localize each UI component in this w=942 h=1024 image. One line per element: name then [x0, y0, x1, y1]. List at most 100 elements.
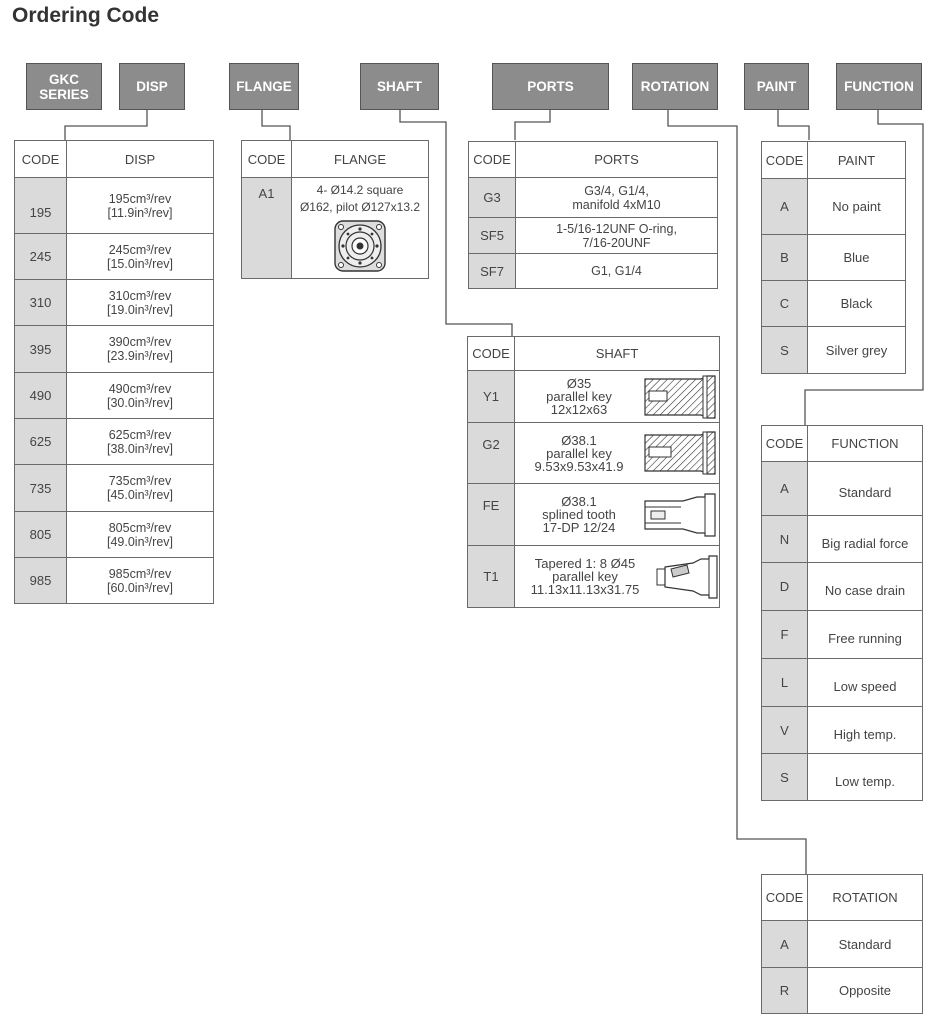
table-row: G2 Ø38.1 parallel key 9.53x9.53x41.9	[467, 422, 720, 484]
code-cell: FE	[467, 483, 515, 546]
disp-value-imperial: [38.0in³/rev]	[106, 441, 173, 456]
disp-value: 735cm³/rev	[108, 474, 172, 488]
col-code: CODE	[241, 140, 292, 178]
col-code: CODE	[761, 141, 808, 179]
function-desc: Low temp.	[807, 753, 923, 801]
table-row: SF5 1-5/16-12UNF O-ring,7/16-20UNF	[468, 217, 718, 254]
paint-desc: No paint	[807, 178, 906, 235]
col-ports: PORTS	[515, 141, 718, 178]
shaft-desc-line1: Ø38.1	[561, 494, 597, 509]
code-cell: V	[761, 706, 808, 754]
rotation-desc: Opposite	[807, 967, 923, 1014]
ports-desc-line2: 7/16-20UNF	[582, 235, 651, 250]
header-series: GKC SERIES	[26, 63, 102, 110]
table-row: A Standard	[761, 920, 923, 968]
shaft-table: CODE SHAFT Y1 Ø35 parallel key 12x12x63 …	[467, 336, 720, 608]
function-table: CODE FUNCTION A Standard N Big radial fo…	[761, 425, 923, 801]
table-row: S Low temp.	[761, 753, 923, 801]
shaft-desc-line1: Ø35	[566, 376, 592, 391]
function-desc: Big radial force	[807, 515, 923, 563]
table-row: 310 310cm³/rev[19.0in³/rev]	[14, 279, 214, 326]
table-row: V High temp.	[761, 706, 923, 754]
shaft-desc-line3: 12x12x63	[550, 402, 608, 417]
page-title: Ordering Code	[12, 4, 160, 27]
code-cell: D	[761, 562, 808, 611]
shaft-desc-line3: 11.13x11.13x31.75	[530, 582, 640, 597]
code-cell: A1	[241, 177, 292, 279]
table-row: A1 4- Ø14.2 square Ø162, pilot Ø127x13.2	[241, 177, 429, 279]
disp-value: 310cm³/rev	[108, 288, 172, 303]
code-cell: S	[761, 326, 808, 374]
shaft-parallel-key-icon	[644, 431, 716, 475]
table-row: SF7 G1, G1/4	[468, 253, 718, 289]
table-row: Y1 Ø35 parallel key 12x12x63	[467, 370, 720, 423]
shaft-tapered-icon	[656, 554, 718, 599]
table-row: 735 735cm³/rev[45.0in³/rev]	[14, 464, 214, 512]
disp-table: CODE DISP 195 195cm³/rev[11.9in³/rev] 24…	[14, 140, 214, 604]
connector-flange	[261, 110, 291, 140]
header-function: FUNCTION	[836, 63, 922, 110]
col-code: CODE	[467, 336, 515, 371]
code-cell: C	[761, 280, 808, 327]
table-row: T1 Tapered 1: 8 Ø45 parallel key 11.13x1…	[467, 545, 720, 608]
table-row: 805 805cm³/rev[49.0in³/rev]	[14, 511, 214, 558]
code-cell: SF5	[468, 217, 516, 254]
code-cell: 195	[14, 177, 67, 234]
flange-drawing-icon	[334, 220, 386, 272]
code-cell: R	[761, 967, 808, 1014]
ports-desc-line1: 1-5/16-12UNF O-ring,	[556, 221, 677, 236]
table-row: 245 245cm³/rev[15.0in³/rev]	[14, 233, 214, 280]
paint-table: CODE PAINT A No paint B Blue C Black S S…	[761, 141, 906, 374]
disp-value: 390cm³/rev	[108, 335, 172, 349]
header-flange: FLANGE	[229, 63, 299, 110]
function-desc: Standard	[807, 461, 923, 516]
header-shaft: SHAFT	[360, 63, 439, 110]
header-rotation: ROTATION	[632, 63, 718, 110]
code-cell: G2	[467, 422, 515, 484]
connector-ports	[514, 110, 551, 140]
table-row: 625 625cm³/rev[38.0in³/rev]	[14, 418, 214, 465]
shaft-desc-line3: 9.53x9.53x41.9	[534, 458, 624, 474]
code-cell: F	[761, 610, 808, 659]
rotation-desc: Standard	[807, 920, 923, 968]
table-row: D No case drain	[761, 562, 923, 611]
table-row: L Low speed	[761, 658, 923, 707]
code-cell: A	[761, 461, 808, 516]
table-row: F Free running	[761, 610, 923, 659]
connector-function	[804, 110, 924, 425]
table-row: R Opposite	[761, 967, 923, 1014]
ports-desc-line1: G1, G1/4	[591, 264, 642, 278]
code-cell: 310	[14, 279, 67, 326]
paint-desc: Blue	[807, 234, 906, 281]
code-cell: 490	[14, 372, 67, 419]
table-row: 985 985cm³/rev[60.0in³/rev]	[14, 557, 214, 604]
disp-value-imperial: [45.0in³/rev]	[106, 488, 173, 502]
shaft-desc-line1: Ø38.1	[561, 432, 597, 448]
table-row: A Standard	[761, 461, 923, 516]
col-code: CODE	[468, 141, 516, 178]
code-cell: 735	[14, 464, 67, 512]
rotation-table: CODE ROTATION A Standard R Opposite	[761, 874, 923, 1014]
disp-value-imperial: [15.0in³/rev]	[106, 256, 173, 271]
table-row: 490 490cm³/rev[30.0in³/rev]	[14, 372, 214, 419]
code-cell: 625	[14, 418, 67, 465]
disp-value: 490cm³/rev	[108, 381, 172, 396]
header-paint: PAINT	[744, 63, 809, 110]
col-code: CODE	[761, 425, 808, 462]
connector-disp	[64, 110, 148, 140]
code-cell: L	[761, 658, 808, 707]
shaft-splined-icon	[644, 492, 716, 537]
code-cell: 395	[14, 325, 67, 373]
table-row: G3 G3/4, G1/4,manifold 4xM10	[468, 177, 718, 218]
function-desc: High temp.	[807, 706, 923, 754]
disp-value-imperial: [11.9in³/rev]	[107, 205, 173, 220]
table-row: FE Ø38.1 splined tooth 17-DP 12/24	[467, 483, 720, 546]
connector-paint	[777, 110, 810, 140]
shaft-parallel-key-icon	[644, 374, 716, 419]
ports-desc-line2: manifold 4xM10	[572, 197, 661, 212]
code-cell: A	[761, 178, 808, 235]
shaft-desc-line2: parallel key	[546, 389, 612, 404]
header-disp: DISP	[119, 63, 185, 110]
disp-value: 805cm³/rev	[108, 520, 172, 535]
